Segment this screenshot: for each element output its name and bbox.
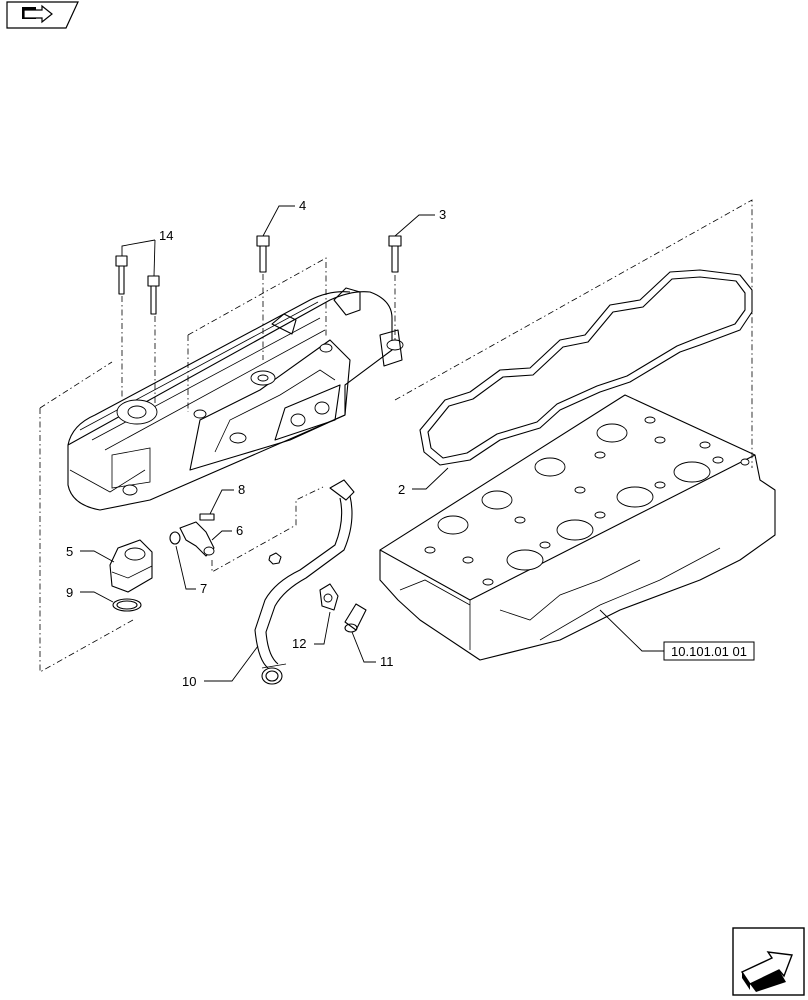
banjo-fitting: [344, 603, 367, 633]
book-navigation-icon[interactable]: [6, 1, 79, 29]
assembly-lines: [39, 199, 753, 673]
reference-box-text: 10.101.01 01: [671, 644, 747, 659]
callout-5: 5: [66, 544, 73, 559]
breather-cover: [109, 539, 153, 593]
callout-11: 11: [380, 654, 394, 669]
callout-9: 9: [66, 585, 73, 600]
callout-labels: 14 4 3 2 5 9 8 6 7 10 12 11: [66, 198, 446, 689]
callout-10: 10: [182, 674, 196, 689]
callout-14: 14: [159, 228, 173, 243]
callout-12: 12: [292, 636, 306, 651]
nut: [268, 552, 282, 565]
sealing-washer: [169, 531, 181, 545]
callout-8: 8: [238, 482, 245, 497]
breather-pipe: [254, 479, 355, 685]
callout-6: 6: [236, 523, 243, 538]
bolts: [115, 235, 402, 315]
valve-cover-gasket: [419, 269, 753, 466]
bolt-3: [388, 235, 402, 273]
next-page-arrow-icon[interactable]: [732, 927, 805, 996]
callout-2: 2: [398, 482, 405, 497]
callout-3: 3: [439, 207, 446, 222]
reference-box[interactable]: 10.101.01 01: [663, 641, 755, 661]
screw-8: [199, 513, 215, 521]
o-ring: [112, 598, 142, 612]
leader-lines: [80, 205, 664, 682]
pipe-clip: [319, 583, 339, 611]
cylinder-head: [379, 394, 776, 661]
callout-4: 4: [299, 198, 306, 213]
bolt-14b: [147, 275, 160, 315]
bolt-4: [256, 235, 270, 273]
bolt-14a: [115, 255, 128, 295]
elbow-fitting: [179, 521, 215, 557]
callout-7: 7: [200, 581, 207, 596]
valve-cover: [67, 287, 404, 511]
